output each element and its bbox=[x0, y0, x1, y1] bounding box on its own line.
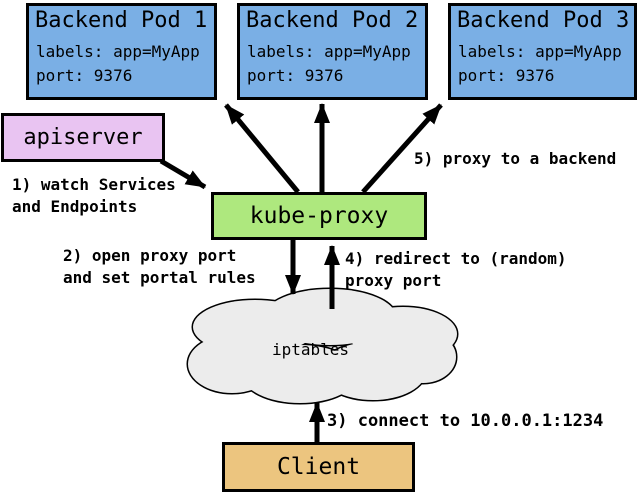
backend-pod-2-box: Backend Pod 2 labels: app=MyApp port: 93… bbox=[237, 3, 428, 100]
iptables-label: iptables bbox=[272, 340, 350, 359]
arrow-apiserver-to-kube-proxy bbox=[159, 158, 207, 190]
backend-pod-1-labels: labels: app=MyApp bbox=[36, 42, 200, 61]
backend-pod-3-labels: labels: app=MyApp bbox=[458, 42, 622, 61]
client-box: Client bbox=[222, 442, 415, 492]
apiserver-box: apiserver bbox=[1, 113, 165, 162]
backend-pod-2-title: Backend Pod 2 bbox=[246, 8, 419, 33]
step3-connect-label: 3) connect to 10.0.0.1:1234 bbox=[327, 411, 604, 431]
backend-pod-3-box: Backend Pod 3 labels: app=MyApp port: 93… bbox=[448, 3, 637, 100]
step1-watch-services-label: 1) watch Services and Endpoints bbox=[12, 175, 176, 216]
step2-open-proxy-port-label: 2) open proxy port and set portal rules bbox=[63, 246, 256, 287]
arrow-kube-proxy-to-pod3 bbox=[361, 103, 443, 194]
backend-pod-2-labels: labels: app=MyApp bbox=[247, 42, 411, 61]
kube-proxy-box: kube-proxy bbox=[211, 192, 427, 240]
client-label: Client bbox=[276, 454, 361, 480]
backend-pod-3-port: port: 9376 bbox=[458, 66, 555, 85]
step5-proxy-backend-label: 5) proxy to a backend bbox=[414, 149, 617, 168]
backend-pod-1-port: port: 9376 bbox=[36, 66, 133, 85]
step4-redirect-label: 4) redirect to (random) proxy port bbox=[345, 249, 567, 290]
backend-pod-1-title: Backend Pod 1 bbox=[35, 8, 208, 33]
kube-proxy-label: kube-proxy bbox=[249, 203, 389, 229]
arrow-kube-proxy-to-pod1 bbox=[224, 103, 300, 194]
iptables-cloud-fill bbox=[188, 289, 457, 403]
backend-pod-2-port: port: 9376 bbox=[247, 66, 344, 85]
backend-pod-1-box: Backend Pod 1 labels: app=MyApp port: 93… bbox=[26, 3, 217, 100]
backend-pod-3-title: Backend Pod 3 bbox=[457, 8, 630, 33]
apiserver-label: apiserver bbox=[23, 125, 143, 150]
